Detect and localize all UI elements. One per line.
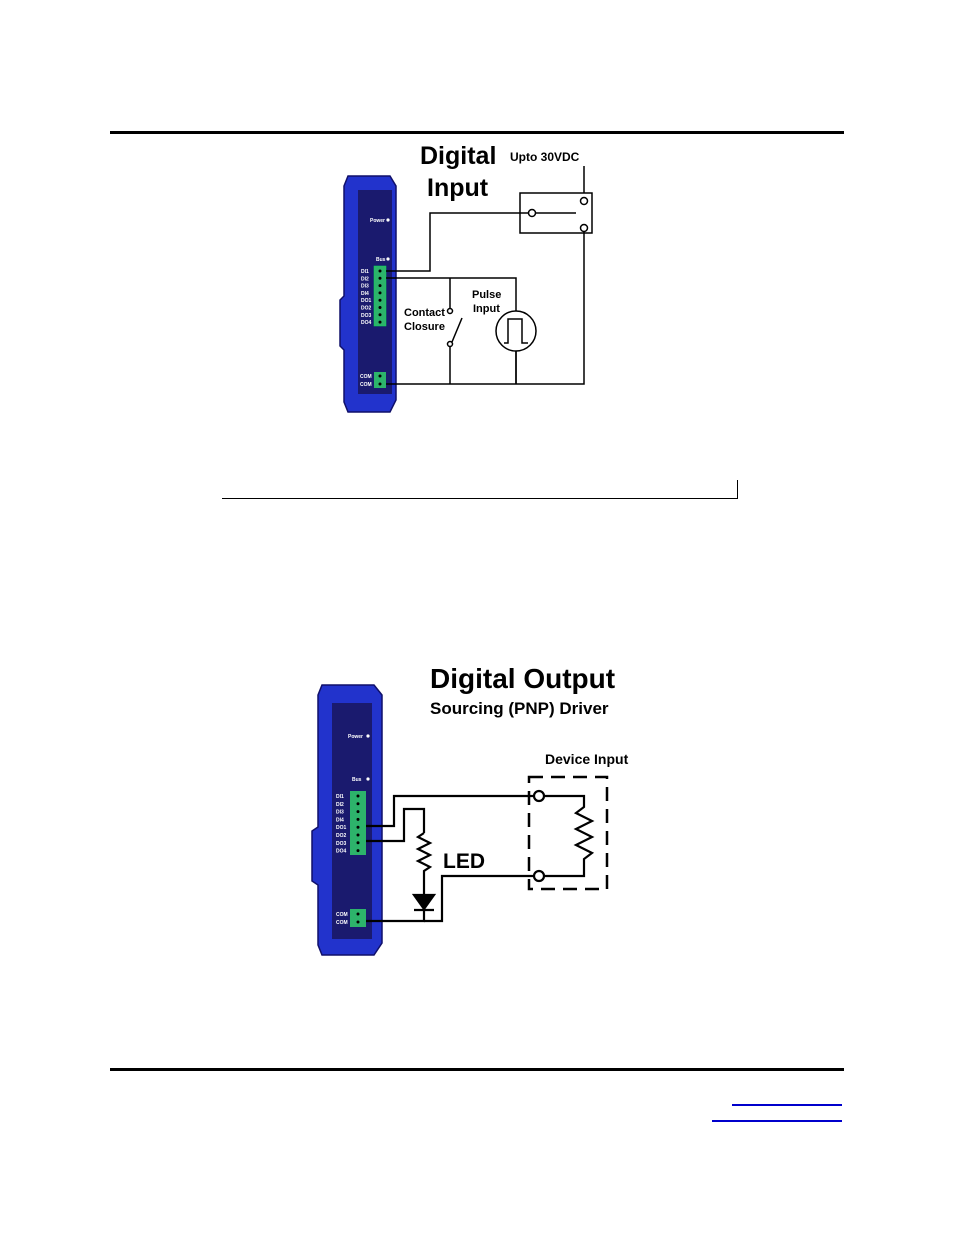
input-wiring [386, 166, 592, 384]
pin-terminal-do3 [379, 313, 382, 316]
pin-terminal-di1 [357, 795, 360, 798]
com-label-2: COM [336, 920, 348, 926]
pulse-label-1: Pulse [472, 289, 501, 301]
pin-label-do1: DO1 [336, 825, 347, 831]
pin-label-do2: DO2 [361, 306, 372, 312]
bus-led-icon [386, 257, 389, 260]
pin-terminal-do4 [379, 321, 382, 324]
terminal-block [350, 791, 366, 855]
voltage-label: Upto 30VDC [510, 150, 580, 164]
pin-terminal-di3 [357, 810, 360, 813]
header-rule [110, 131, 844, 134]
pin-terminal-do1 [379, 299, 382, 302]
pin-terminal-di2 [379, 277, 382, 280]
caption-underline [222, 480, 738, 499]
com-label-1: COM [360, 374, 372, 380]
pin-label-di3: DI3 [361, 284, 369, 290]
footer-rule [110, 1068, 844, 1071]
contact-label-1: Contact [404, 307, 445, 319]
pulse-label-2: Input [473, 303, 500, 315]
terminal-block [374, 266, 386, 326]
pin-label-do1: DO1 [361, 298, 372, 304]
pin-label-di1: DI1 [336, 794, 344, 800]
footer-link-2[interactable] [712, 1120, 842, 1122]
pin-label-do4: DO4 [361, 320, 372, 326]
pin-terminal-do4 [357, 849, 360, 852]
pin-label-do3: DO3 [336, 841, 347, 847]
device-input-label: Device Input [545, 751, 629, 767]
pin-label-do4: DO4 [336, 849, 347, 855]
pin-terminal-do3 [357, 841, 360, 844]
pin-terminal-di4 [357, 818, 360, 821]
pin-label-di1: DI1 [361, 269, 369, 275]
com-terminal-block [350, 909, 366, 927]
pin-terminal-do2 [379, 306, 382, 309]
contact-label-2: Closure [404, 321, 445, 333]
com-terminal-block [374, 372, 386, 388]
pin-label-di4: DI4 [361, 291, 369, 297]
pin-terminal-di1 [379, 270, 382, 273]
pin-terminal-di4 [379, 291, 382, 294]
pin-label-di2: DI2 [336, 802, 344, 808]
bus-label: Bus [352, 777, 362, 783]
fig2-title: Digital Output [430, 663, 615, 694]
power-label: Power [348, 734, 363, 740]
pin-label-di4: DI4 [336, 817, 344, 823]
fig2-subtitle: Sourcing (PNP) Driver [430, 699, 609, 718]
power-led-icon [366, 734, 369, 737]
power-label: Power [370, 218, 385, 224]
pin-terminal-do2 [357, 834, 360, 837]
pin-terminal-do1 [357, 826, 360, 829]
power-led-icon [386, 218, 389, 221]
pin-terminal-di2 [357, 802, 360, 805]
fig1-title-line2: Input [427, 174, 489, 202]
bus-led-icon [366, 777, 369, 780]
led-label: LED [443, 850, 485, 873]
pin-label-di3: DI3 [336, 810, 344, 816]
footer-link-1[interactable] [732, 1104, 842, 1106]
com-label-2: COM [360, 382, 372, 388]
fig1-title-line1: Digital [420, 142, 496, 170]
pin-label-do2: DO2 [336, 833, 347, 839]
pin-label-do3: DO3 [361, 313, 372, 319]
pin-label-di2: DI2 [361, 276, 369, 282]
com-label-1: COM [336, 912, 348, 918]
bus-label: Bus [376, 257, 386, 263]
pin-terminal-di3 [379, 284, 382, 287]
